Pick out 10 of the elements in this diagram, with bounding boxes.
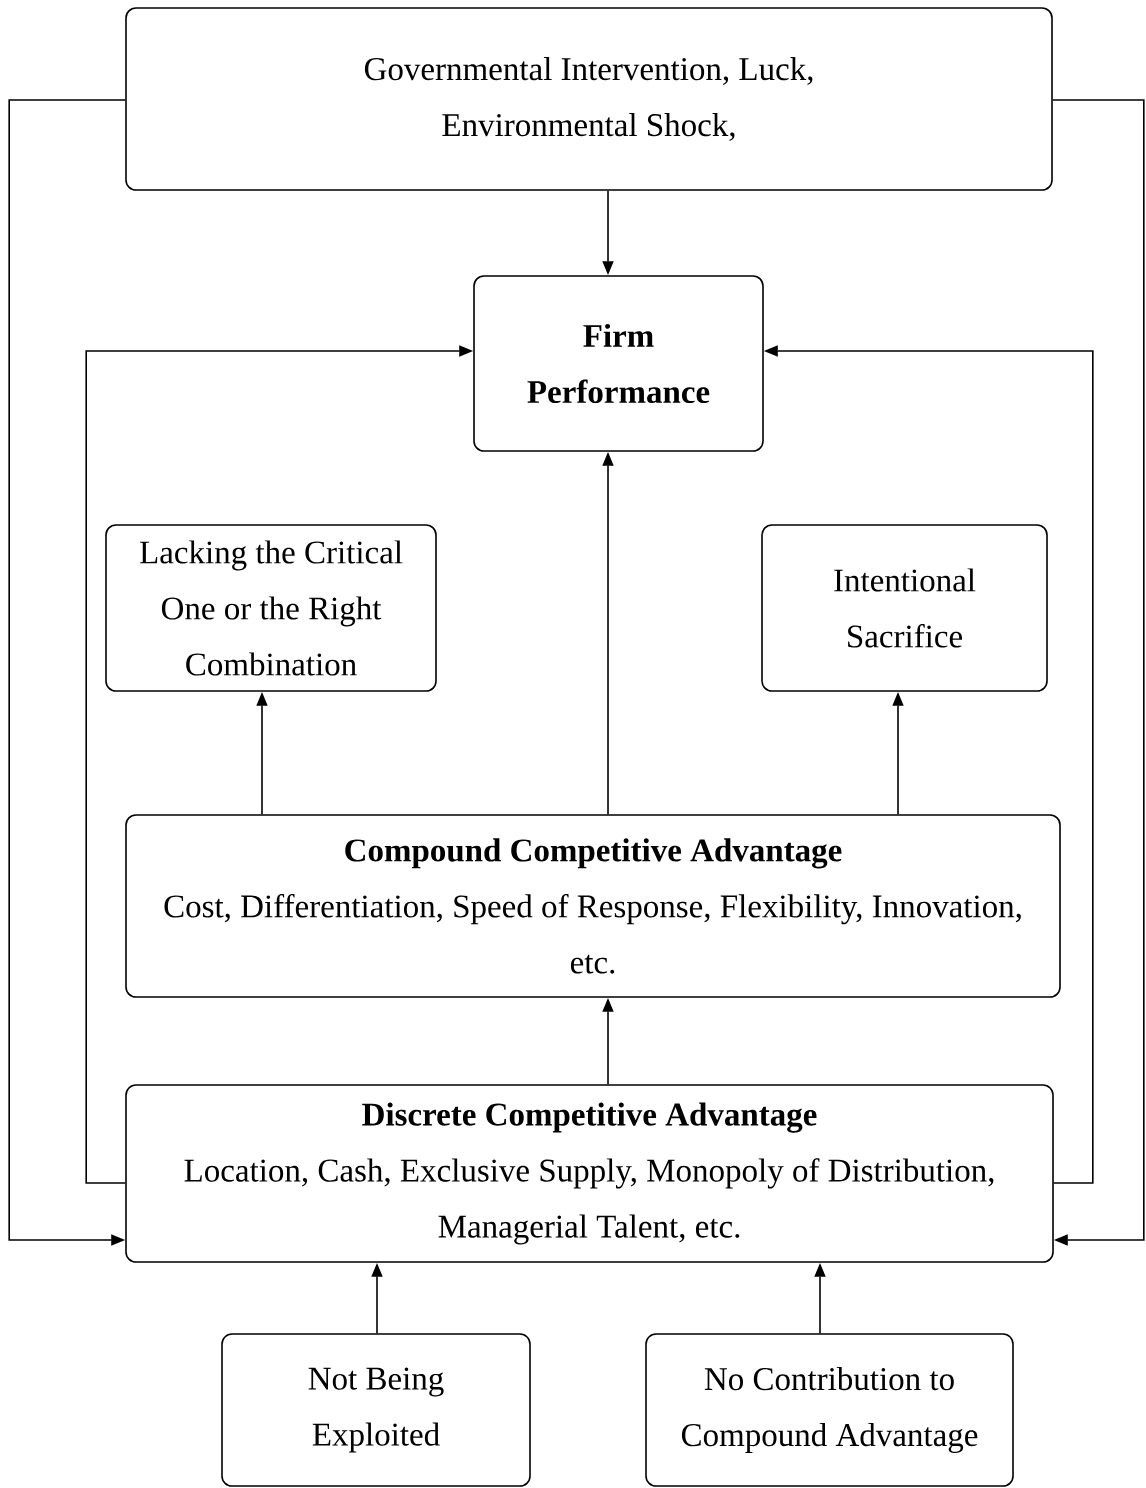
process-box: Discrete Competitive Advantage Location, Cash, Exclusive Supply, Monopoly of Distribution, Managerial Talent, etc. (125, 1084, 1054, 1263)
process-box: Governmental Intervention, Luck, Environmental Shock, (125, 7, 1053, 191)
process-box: Compound Competitive Advantage Cost, Differentiation, Speed of Response, Flexibility, Innovation, etc. (125, 814, 1061, 998)
process-box: Lacking the Critical One or the Right Combination (105, 524, 437, 692)
arrow (1052, 99, 1145, 1246)
arrow (8, 99, 126, 1246)
process-box: No Contribution to Compound Advantage (645, 1333, 1014, 1487)
process-box: Not Being Exploited (221, 1333, 531, 1487)
process-box: Intentional Sacrifice (761, 524, 1048, 692)
outcome-box: Firm Performance (473, 275, 764, 452)
